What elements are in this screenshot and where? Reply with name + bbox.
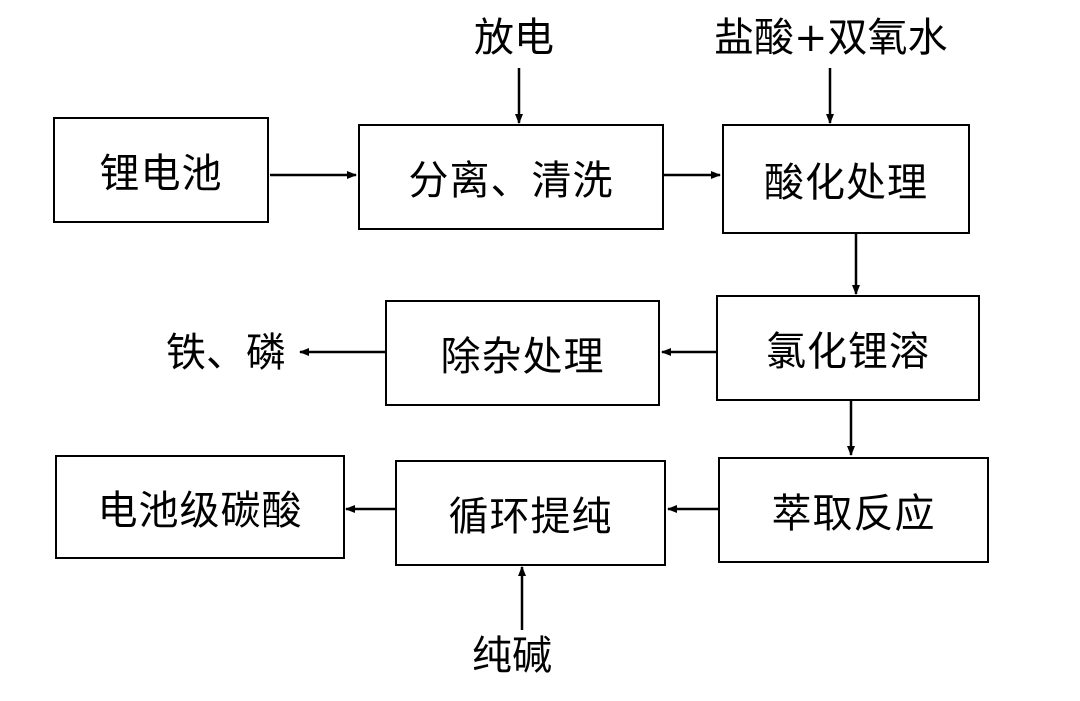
node-extraction-reaction-label: 萃取反应 xyxy=(771,491,936,537)
node-lithium-chloride-solution-label: 氯化锂溶 xyxy=(766,329,930,375)
node-separation-washing-label: 分离、清洗 xyxy=(408,158,614,204)
node-battery-grade-carbonate: 电池级碳酸 xyxy=(55,455,345,559)
node-lithium-chloride-solution: 氯化锂溶 xyxy=(716,295,980,401)
node-acid-treatment-label: 酸化处理 xyxy=(764,160,928,206)
node-battery-grade-carbonate-label: 电池级碳酸 xyxy=(97,488,303,534)
input-hcl-h2o2: 盐酸+双氧水 xyxy=(714,15,948,61)
input-discharge: 放电 xyxy=(474,15,554,61)
node-extraction-reaction: 萃取反应 xyxy=(718,457,989,563)
node-lithium-battery: 锂电池 xyxy=(53,117,269,223)
output-iron-phosphorus: 铁、磷 xyxy=(166,330,286,376)
node-cyclic-purification: 循环提纯 xyxy=(395,460,666,566)
node-separation-washing: 分离、清洗 xyxy=(358,124,664,230)
node-cyclic-purification-label: 循环提纯 xyxy=(448,494,613,540)
input-soda-ash: 纯碱 xyxy=(472,633,552,679)
node-acid-treatment: 酸化处理 xyxy=(722,124,970,234)
node-lithium-battery-label: 锂电池 xyxy=(99,151,223,197)
node-impurity-removal-label: 除杂处理 xyxy=(440,334,605,380)
node-impurity-removal: 除杂处理 xyxy=(385,300,660,406)
